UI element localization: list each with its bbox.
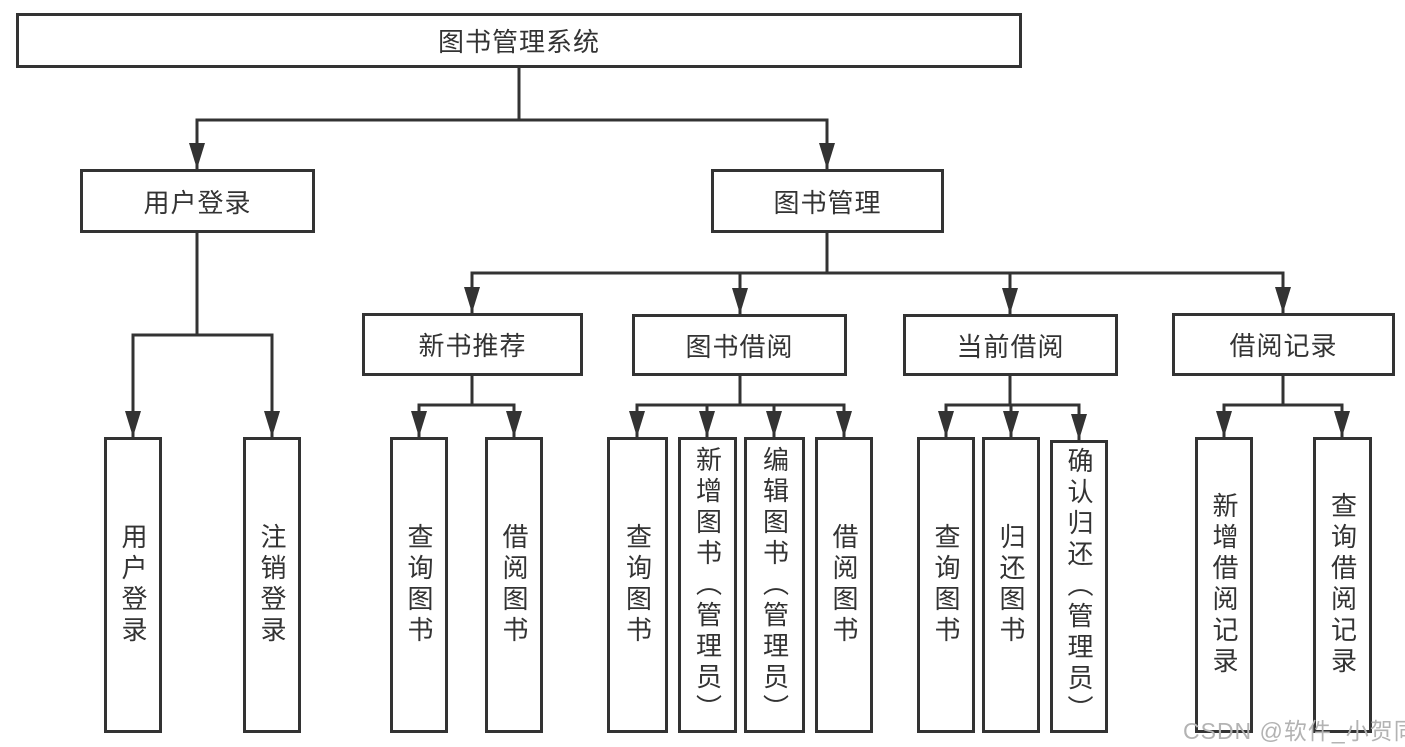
node-user-login-leaf: 用户登录 <box>104 437 162 733</box>
node-label: 用户登录 <box>118 523 148 647</box>
node-label: 图书管理 <box>773 187 882 218</box>
node-label: 图书借阅 <box>685 331 794 362</box>
node-label: 注销登录 <box>257 523 287 647</box>
node-label: 新书推荐 <box>418 331 527 361</box>
node-label: 借阅图书 <box>829 523 859 647</box>
node-label: 借阅图书 <box>499 523 529 647</box>
node-return-books: 归还图书 <box>982 437 1040 733</box>
node-book-borrow: 图书借阅 <box>632 314 847 376</box>
node-query-books-current: 查询图书 <box>917 437 975 733</box>
node-new-book-recommend: 新书推荐 <box>362 313 583 376</box>
node-query-borrow-record: 查询借阅记录 <box>1313 437 1372 733</box>
node-label: 归还图书 <box>996 523 1026 647</box>
node-label: 确认归还（管理员） <box>1064 447 1094 726</box>
node-edit-books-admin: 编辑图书（管理员） <box>744 437 805 733</box>
node-label: 查询图书 <box>931 523 961 647</box>
node-current-borrow: 当前借阅 <box>903 314 1118 376</box>
node-query-books-recommend: 查询图书 <box>390 437 448 733</box>
node-label: 查询图书 <box>404 523 434 647</box>
node-query-books-borrow: 查询图书 <box>607 437 668 733</box>
node-label: 查询借阅记录 <box>1327 492 1358 678</box>
node-root-library-system: 图书管理系统 <box>16 13 1022 68</box>
node-label: 编辑图书（管理员） <box>759 445 790 725</box>
node-label: 当前借阅 <box>956 331 1065 362</box>
node-borrow-books-recommend: 借阅图书 <box>485 437 543 733</box>
node-label: 新增图书（管理员） <box>692 445 723 725</box>
node-borrow-books: 借阅图书 <box>815 437 873 733</box>
node-user-login: 用户登录 <box>80 169 315 233</box>
node-label: 新增借阅记录 <box>1209 492 1239 678</box>
node-add-borrow-record: 新增借阅记录 <box>1195 437 1253 733</box>
node-label: 查询图书 <box>622 523 653 647</box>
node-logout: 注销登录 <box>243 437 301 733</box>
node-borrow-records: 借阅记录 <box>1172 313 1395 376</box>
csdn-watermark: CSDN @软件_小贺同学 <box>1183 718 1405 744</box>
node-book-management: 图书管理 <box>711 169 944 233</box>
node-label: 借阅记录 <box>1229 331 1338 361</box>
node-label: 用户登录 <box>143 187 252 218</box>
node-label: 图书管理系统 <box>437 27 600 57</box>
node-confirm-return-admin: 确认归还（管理员） <box>1050 440 1108 733</box>
node-add-books-admin: 新增图书（管理员） <box>678 437 737 733</box>
